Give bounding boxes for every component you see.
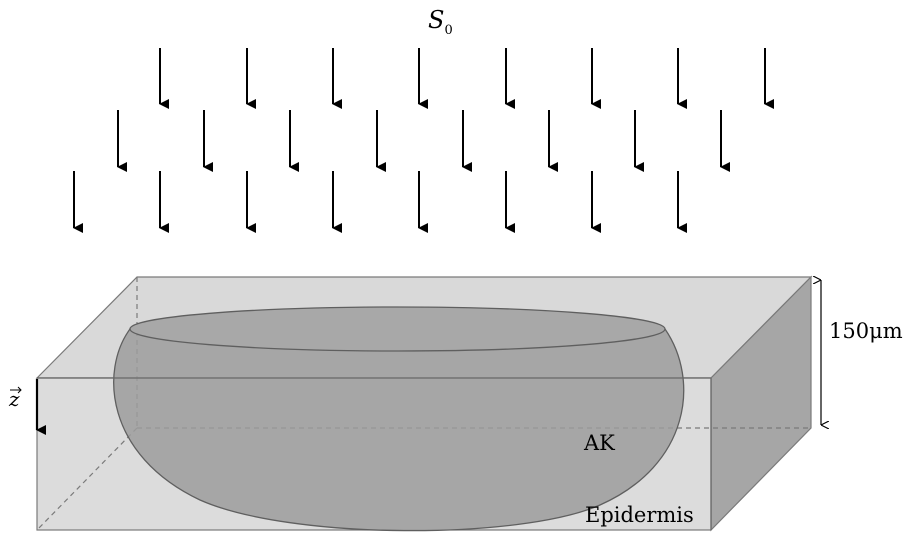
incident-light-arrows xyxy=(73,48,774,233)
source-subscript: 0 xyxy=(444,23,452,38)
thickness-label: 150μm xyxy=(829,319,903,343)
depth-axis-label: z xyxy=(8,387,20,411)
source-label: S0 xyxy=(428,6,453,38)
vector-arrow-icon xyxy=(10,386,22,394)
layer-label: Epidermis xyxy=(585,503,694,527)
source-symbol: S xyxy=(428,6,444,34)
ak-lesion xyxy=(113,328,685,532)
ak-lesion-top xyxy=(129,306,666,352)
lesion-label: AK xyxy=(583,431,615,455)
